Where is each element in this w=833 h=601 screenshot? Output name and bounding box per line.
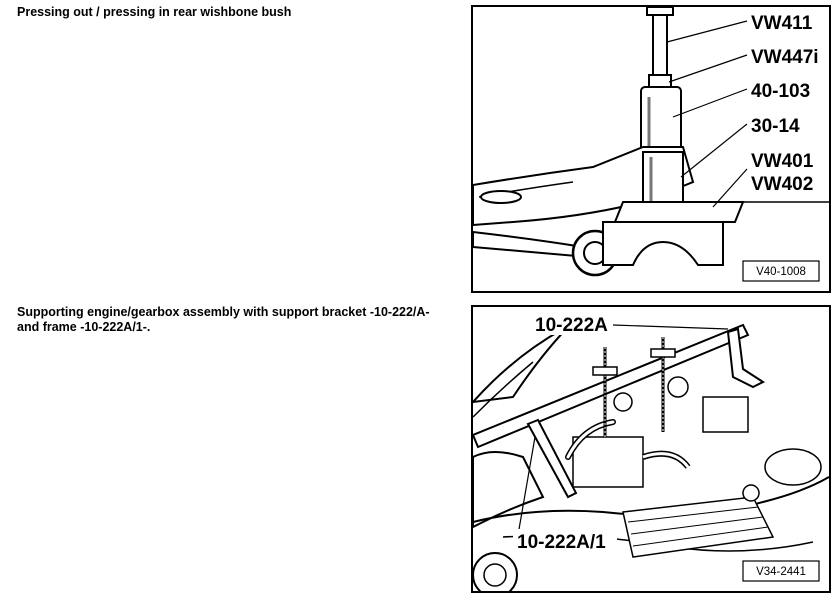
figure-ref-v40-1008: V40-1008 bbox=[756, 266, 806, 278]
callout-10-222a: 10-222A bbox=[535, 315, 608, 336]
support-bar-shape bbox=[473, 323, 750, 449]
figure-ref-v34-2441: V34-2441 bbox=[756, 566, 806, 578]
caption-support-bracket-line1: Supporting engine/gearbox assembly with … bbox=[17, 305, 430, 319]
callout-vw401: VW401 bbox=[751, 151, 814, 172]
spindle-shape bbox=[652, 7, 668, 78]
engine-support-illustration: 10-222A 10-222A/1 V34-2441 bbox=[473, 313, 829, 591]
callout-vw402: VW402 bbox=[751, 174, 813, 195]
callout-vw447i: VW447i bbox=[751, 47, 819, 68]
figure-ref-box bbox=[742, 260, 820, 282]
battery-shape bbox=[702, 396, 749, 433]
grille-shape bbox=[622, 496, 775, 558]
engine-block-shape bbox=[572, 436, 644, 488]
callout-40-103: 40-103 bbox=[751, 81, 810, 102]
frame-leg-left bbox=[526, 418, 578, 499]
figure-ref-box bbox=[742, 560, 820, 582]
press-illustration: VW411 VW447i 40-103 30-14 VW401 VW402 V4… bbox=[473, 7, 829, 282]
callout-10-222a-1: 10-222A/1 bbox=[517, 532, 606, 553]
base-plate-shape bbox=[602, 221, 724, 266]
frame-leg-right bbox=[726, 327, 766, 389]
cylinder-shape bbox=[640, 86, 682, 154]
figure-engine-support: 10-222A 10-222A/1 V34-2441 bbox=[471, 305, 831, 593]
callout-30-14: 30-14 bbox=[751, 116, 800, 137]
callout-vw411: VW411 bbox=[751, 13, 813, 34]
caption-wishbone-bush: Pressing out / pressing in rear wishbone… bbox=[17, 5, 292, 19]
figure-wishbone-bush-press: VW411 VW447i 40-103 30-14 VW401 VW402 V4… bbox=[471, 5, 831, 293]
wishbone-arm-shape bbox=[473, 146, 695, 227]
caption-support-bracket: Supporting engine/gearbox assembly with … bbox=[17, 305, 430, 335]
caption-support-bracket-line2: and frame -10-222A/1-. bbox=[17, 320, 151, 334]
